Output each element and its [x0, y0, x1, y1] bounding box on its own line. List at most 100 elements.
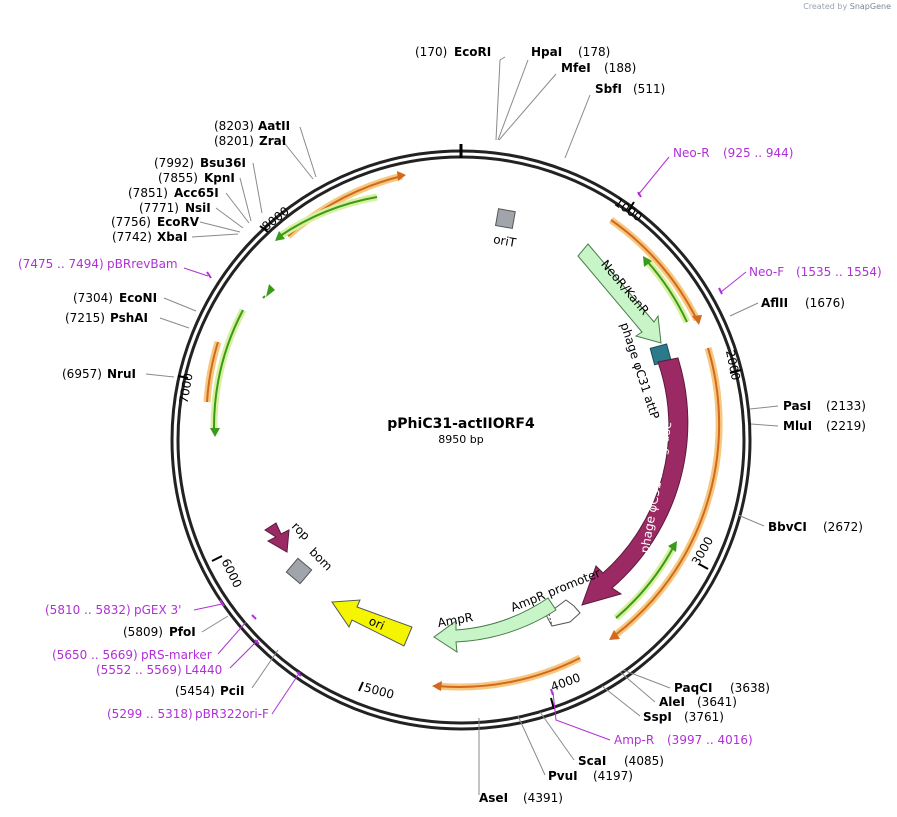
leader-aatii — [299, 126, 317, 178]
tick-8000 — [259, 225, 269, 233]
site-name-paqci: PaqCI — [674, 681, 712, 695]
oriT-label: oriT — [492, 232, 518, 250]
primer-range-neo-f: (1535 .. 1554) — [796, 265, 882, 279]
tick-label-6000: 6000 — [219, 556, 245, 590]
leader-xbai — [191, 233, 239, 238]
site-pos-zrai: (8201) — [214, 134, 254, 148]
tick-label-7000: 7000 — [177, 372, 196, 405]
site-name-alei: AleI — [659, 695, 685, 709]
site-pos-alei: (3641) — [697, 695, 737, 709]
site-name-sbfi: SbfI — [595, 82, 622, 96]
primer-name-pbrrevbam: pBRrevBam — [107, 257, 178, 271]
leader-nrui — [145, 373, 175, 378]
green-halo-left — [210, 308, 247, 431]
orf-left — [206, 341, 219, 403]
primer-name-pgex3: pGEX 3' — [134, 603, 181, 617]
site-name-xbai: XbaI — [157, 230, 187, 244]
site-name-bbvci: BbvCI — [768, 520, 807, 534]
site-name-pfoi: PfoI — [169, 625, 196, 639]
green-tip-a — [262, 295, 266, 299]
site-name-scai: ScaI — [578, 754, 606, 768]
site-pos-hpai: (178) — [578, 45, 610, 59]
green-arrows — [210, 193, 691, 621]
leader-mfei — [498, 73, 557, 141]
pmark-pgex3 — [219, 599, 225, 607]
site-name-ecorv: EcoRV — [157, 215, 200, 229]
site-name-pshai: PshAI — [110, 311, 148, 325]
tick-1000 — [627, 201, 635, 212]
site-pos-paqci: (3638) — [730, 681, 770, 695]
leader-aflii — [729, 302, 759, 317]
pmark-prs-marker — [251, 614, 257, 620]
primer-labels: Neo-R (925 .. 944) Neo-F (1535 .. 1554) … — [18, 146, 882, 747]
site-name-kpni: KpnI — [204, 171, 235, 185]
site-pos-xbai: (7742) — [112, 230, 152, 244]
tick-4000 — [550, 697, 555, 710]
snapgene-logo-text: SnapGene — [849, 2, 891, 11]
site-pos-pvui: (4197) — [593, 769, 633, 783]
primer-leaders — [183, 156, 747, 741]
site-name-pcii: PciI — [220, 684, 245, 698]
green-left — [212, 309, 244, 431]
pmark-amp-r — [550, 688, 554, 696]
site-pos-ecori: (170) — [415, 45, 447, 59]
site-pos-sspi: (3761) — [684, 710, 724, 724]
leader-mlui — [750, 423, 779, 427]
site-pos-nrui: (6957) — [62, 367, 102, 381]
integrase-arrow — [581, 357, 689, 606]
site-name-aflii: AflII — [761, 296, 788, 310]
site-pos-pfoi: (5809) — [123, 625, 163, 639]
primer-name-neo-r: Neo-R — [673, 146, 710, 160]
site-pos-nsii: (7771) — [139, 201, 179, 215]
orf-right-upper-arrowhead — [692, 315, 702, 325]
neoR-arrow — [577, 243, 662, 344]
primer-range-pgex3: (5810 .. 5832) — [45, 603, 131, 617]
orf-right-long-arrowhead — [609, 630, 620, 640]
tick-7000 — [177, 375, 189, 379]
tick-marks — [177, 201, 742, 710]
site-pos-aatii: (8203) — [214, 119, 254, 133]
site-pos-asei: (4391) — [523, 791, 563, 805]
ampR-arrow — [433, 597, 557, 653]
orf-right-long — [613, 347, 721, 637]
tick-label-4000: 4000 — [549, 670, 582, 694]
site-pos-pasi: (2133) — [826, 399, 866, 413]
site-name-sspi: SspI — [643, 710, 672, 724]
leader-pvui — [517, 715, 546, 776]
orf-bottom-arrowhead — [432, 681, 442, 691]
pleader-pgex3 — [193, 603, 223, 611]
pmark-l4440 — [254, 639, 260, 645]
pmark-pbr322ori-f — [296, 671, 302, 677]
site-pos-scai: (4085) — [624, 754, 664, 768]
pmark-neo-r — [637, 191, 642, 198]
site-pos-bbvci: (2672) — [823, 520, 863, 534]
pleader-prs-marker — [217, 621, 247, 655]
leader-sbfi — [564, 94, 591, 159]
ampR-label: AmpR — [436, 610, 474, 630]
site-pos-econi: (7304) — [73, 291, 113, 305]
primer-name-amp-r: Amp-R — [614, 733, 654, 747]
primer-range-amp-r: (3997 .. 4016) — [667, 733, 753, 747]
site-pos-acc65i: (7851) — [128, 186, 168, 200]
snapgene-credit: Created by SnapGene — [803, 2, 891, 11]
site-name-aatii: AatII — [258, 119, 290, 133]
plasmid-name: pPhiC31-actIIORF4 — [387, 416, 535, 432]
leader-paqci — [622, 669, 671, 689]
ori-label: ori — [367, 614, 387, 633]
site-name-pasi: PasI — [783, 399, 811, 413]
primer-range-l4440: (5552 .. 5569) — [96, 663, 182, 677]
green-right-arrowhead — [643, 256, 652, 267]
leader-kpni — [239, 177, 252, 222]
green-mid-arrowhead — [266, 284, 275, 297]
leader-zrai — [281, 139, 314, 180]
leader-pfoi — [201, 615, 229, 633]
green-top-arrowhead — [275, 231, 285, 241]
credit-prefix: Created by — [803, 2, 848, 11]
pleader-neo-r — [637, 156, 670, 196]
tick-label-2000: 2000 — [723, 349, 743, 382]
site-name-nrui: NruI — [107, 367, 136, 381]
green-gap-halo — [240, 248, 270, 292]
pmark-pbrrevbam — [206, 271, 212, 279]
inner-features: oriT NeoR/KanR phage φC31 attP phage φC3… — [264, 208, 689, 653]
green-lower-right-arrowhead — [668, 541, 677, 552]
